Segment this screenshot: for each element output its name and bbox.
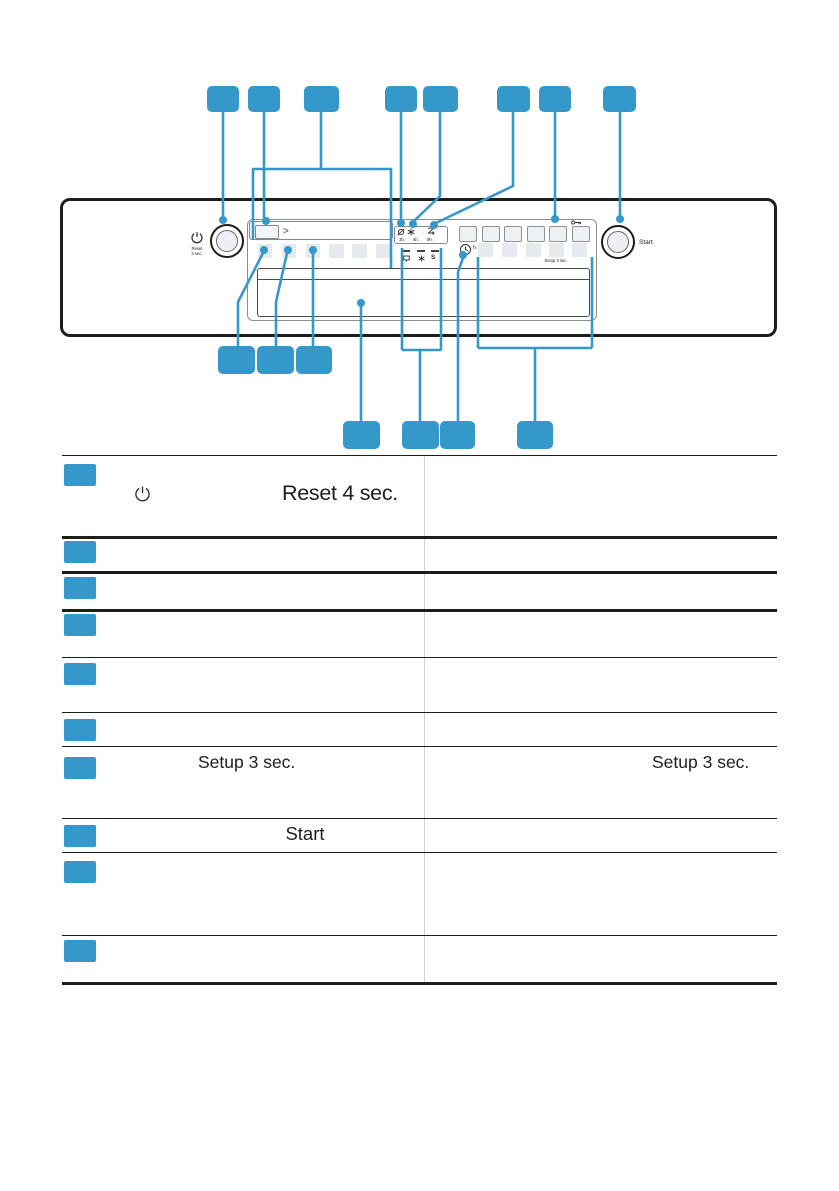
option-button-4	[527, 226, 545, 242]
legend-marker-1	[64, 464, 96, 486]
option-button-6	[572, 226, 590, 242]
shine-preset-icon	[397, 228, 405, 236]
table-center-divider	[424, 455, 425, 982]
table-rule	[62, 609, 777, 612]
power-knob-cap	[216, 230, 238, 252]
legend-row1-text: Reset 4 sec.	[282, 481, 398, 505]
callout-box-start-knob	[603, 86, 636, 112]
power-icon	[191, 232, 203, 244]
table-rule	[62, 852, 777, 854]
callout-box-clock	[440, 421, 475, 449]
callout-box-preset-icon-2	[423, 86, 458, 112]
option-button-3	[504, 226, 522, 242]
time-field-3	[526, 243, 541, 257]
legend-marker-2	[64, 541, 96, 563]
indicator-field-4	[329, 244, 344, 258]
table-rule	[62, 455, 777, 457]
legend-marker-4	[64, 614, 96, 636]
legend-marker-5	[64, 663, 96, 685]
legend-row7-left-text: Setup 3 sec.	[198, 752, 296, 772]
salt-icon: S	[431, 254, 436, 261]
time-field-2	[502, 243, 517, 257]
dry-preset-icon	[427, 227, 435, 235]
key-lock-icon	[571, 220, 581, 225]
program-button	[255, 225, 279, 239]
delay-preset-box	[394, 226, 448, 244]
callout-box-preset-icon-1	[385, 86, 417, 112]
refill-dash-3	[431, 250, 439, 252]
refill-dash-2	[417, 250, 425, 252]
table-rule	[62, 982, 777, 985]
legend-marker-6	[64, 719, 96, 741]
legend-row8-text: Start	[285, 823, 325, 844]
indicator-field-6	[376, 244, 391, 258]
setup-3sec-label: Setup 3 sec.	[544, 258, 568, 263]
hour-label: h.	[473, 245, 478, 251]
table-rule	[62, 571, 777, 574]
callout-box-indicator-3	[296, 346, 332, 374]
legend-marker-3	[64, 577, 96, 599]
start-knob-cap	[607, 231, 629, 253]
table-rule	[62, 536, 777, 539]
option-button-2	[482, 226, 500, 242]
table-rule	[62, 746, 777, 748]
power-icon	[135, 486, 150, 502]
legend-marker-10	[64, 940, 96, 962]
refill-dash-1	[402, 250, 410, 252]
legend-marker-8	[64, 825, 96, 847]
door-area-divider	[257, 279, 590, 281]
reset-3sec-label: Reset 3 sec.	[191, 246, 203, 256]
callout-box-option-buttons	[539, 86, 571, 112]
callout-box-indicator-1	[218, 346, 255, 374]
chevron-right-icon: >	[283, 226, 289, 237]
preset-3h-label: 3h.	[399, 237, 405, 242]
preset-6h-label: 6h.	[413, 237, 419, 242]
table-rule	[62, 818, 777, 820]
callout-box-display-strip	[304, 86, 339, 112]
table-rule	[62, 657, 777, 659]
table-rule	[62, 712, 777, 714]
indicator-field-5	[352, 244, 367, 258]
option-button-5	[549, 226, 567, 242]
callout-box-power-knob	[207, 86, 239, 112]
callout-box-refill-indicators	[402, 421, 439, 449]
option-button-1	[459, 226, 477, 242]
callout-box-preset-icon-3	[497, 86, 530, 112]
star-preset-icon	[407, 228, 415, 236]
time-field-4	[549, 243, 564, 257]
preset-9h-label: 9h.	[427, 237, 433, 242]
legend-marker-9	[64, 861, 96, 883]
legend-marker-7	[64, 757, 96, 779]
callout-box-program-button	[248, 86, 280, 112]
rinse-aid-icon	[418, 255, 425, 262]
table-rule	[62, 935, 777, 937]
callout-box-time-display	[517, 421, 553, 449]
legend-row7-right-text: Setup 3 sec.	[652, 752, 750, 772]
callout-box-door-area	[343, 421, 380, 449]
callout-box-indicator-2	[257, 346, 294, 374]
start-knob-label: Start	[639, 239, 653, 246]
time-field-1	[478, 243, 493, 257]
program-display-strip	[249, 221, 393, 240]
time-field-5	[572, 243, 587, 257]
water-supply-icon	[403, 255, 410, 262]
